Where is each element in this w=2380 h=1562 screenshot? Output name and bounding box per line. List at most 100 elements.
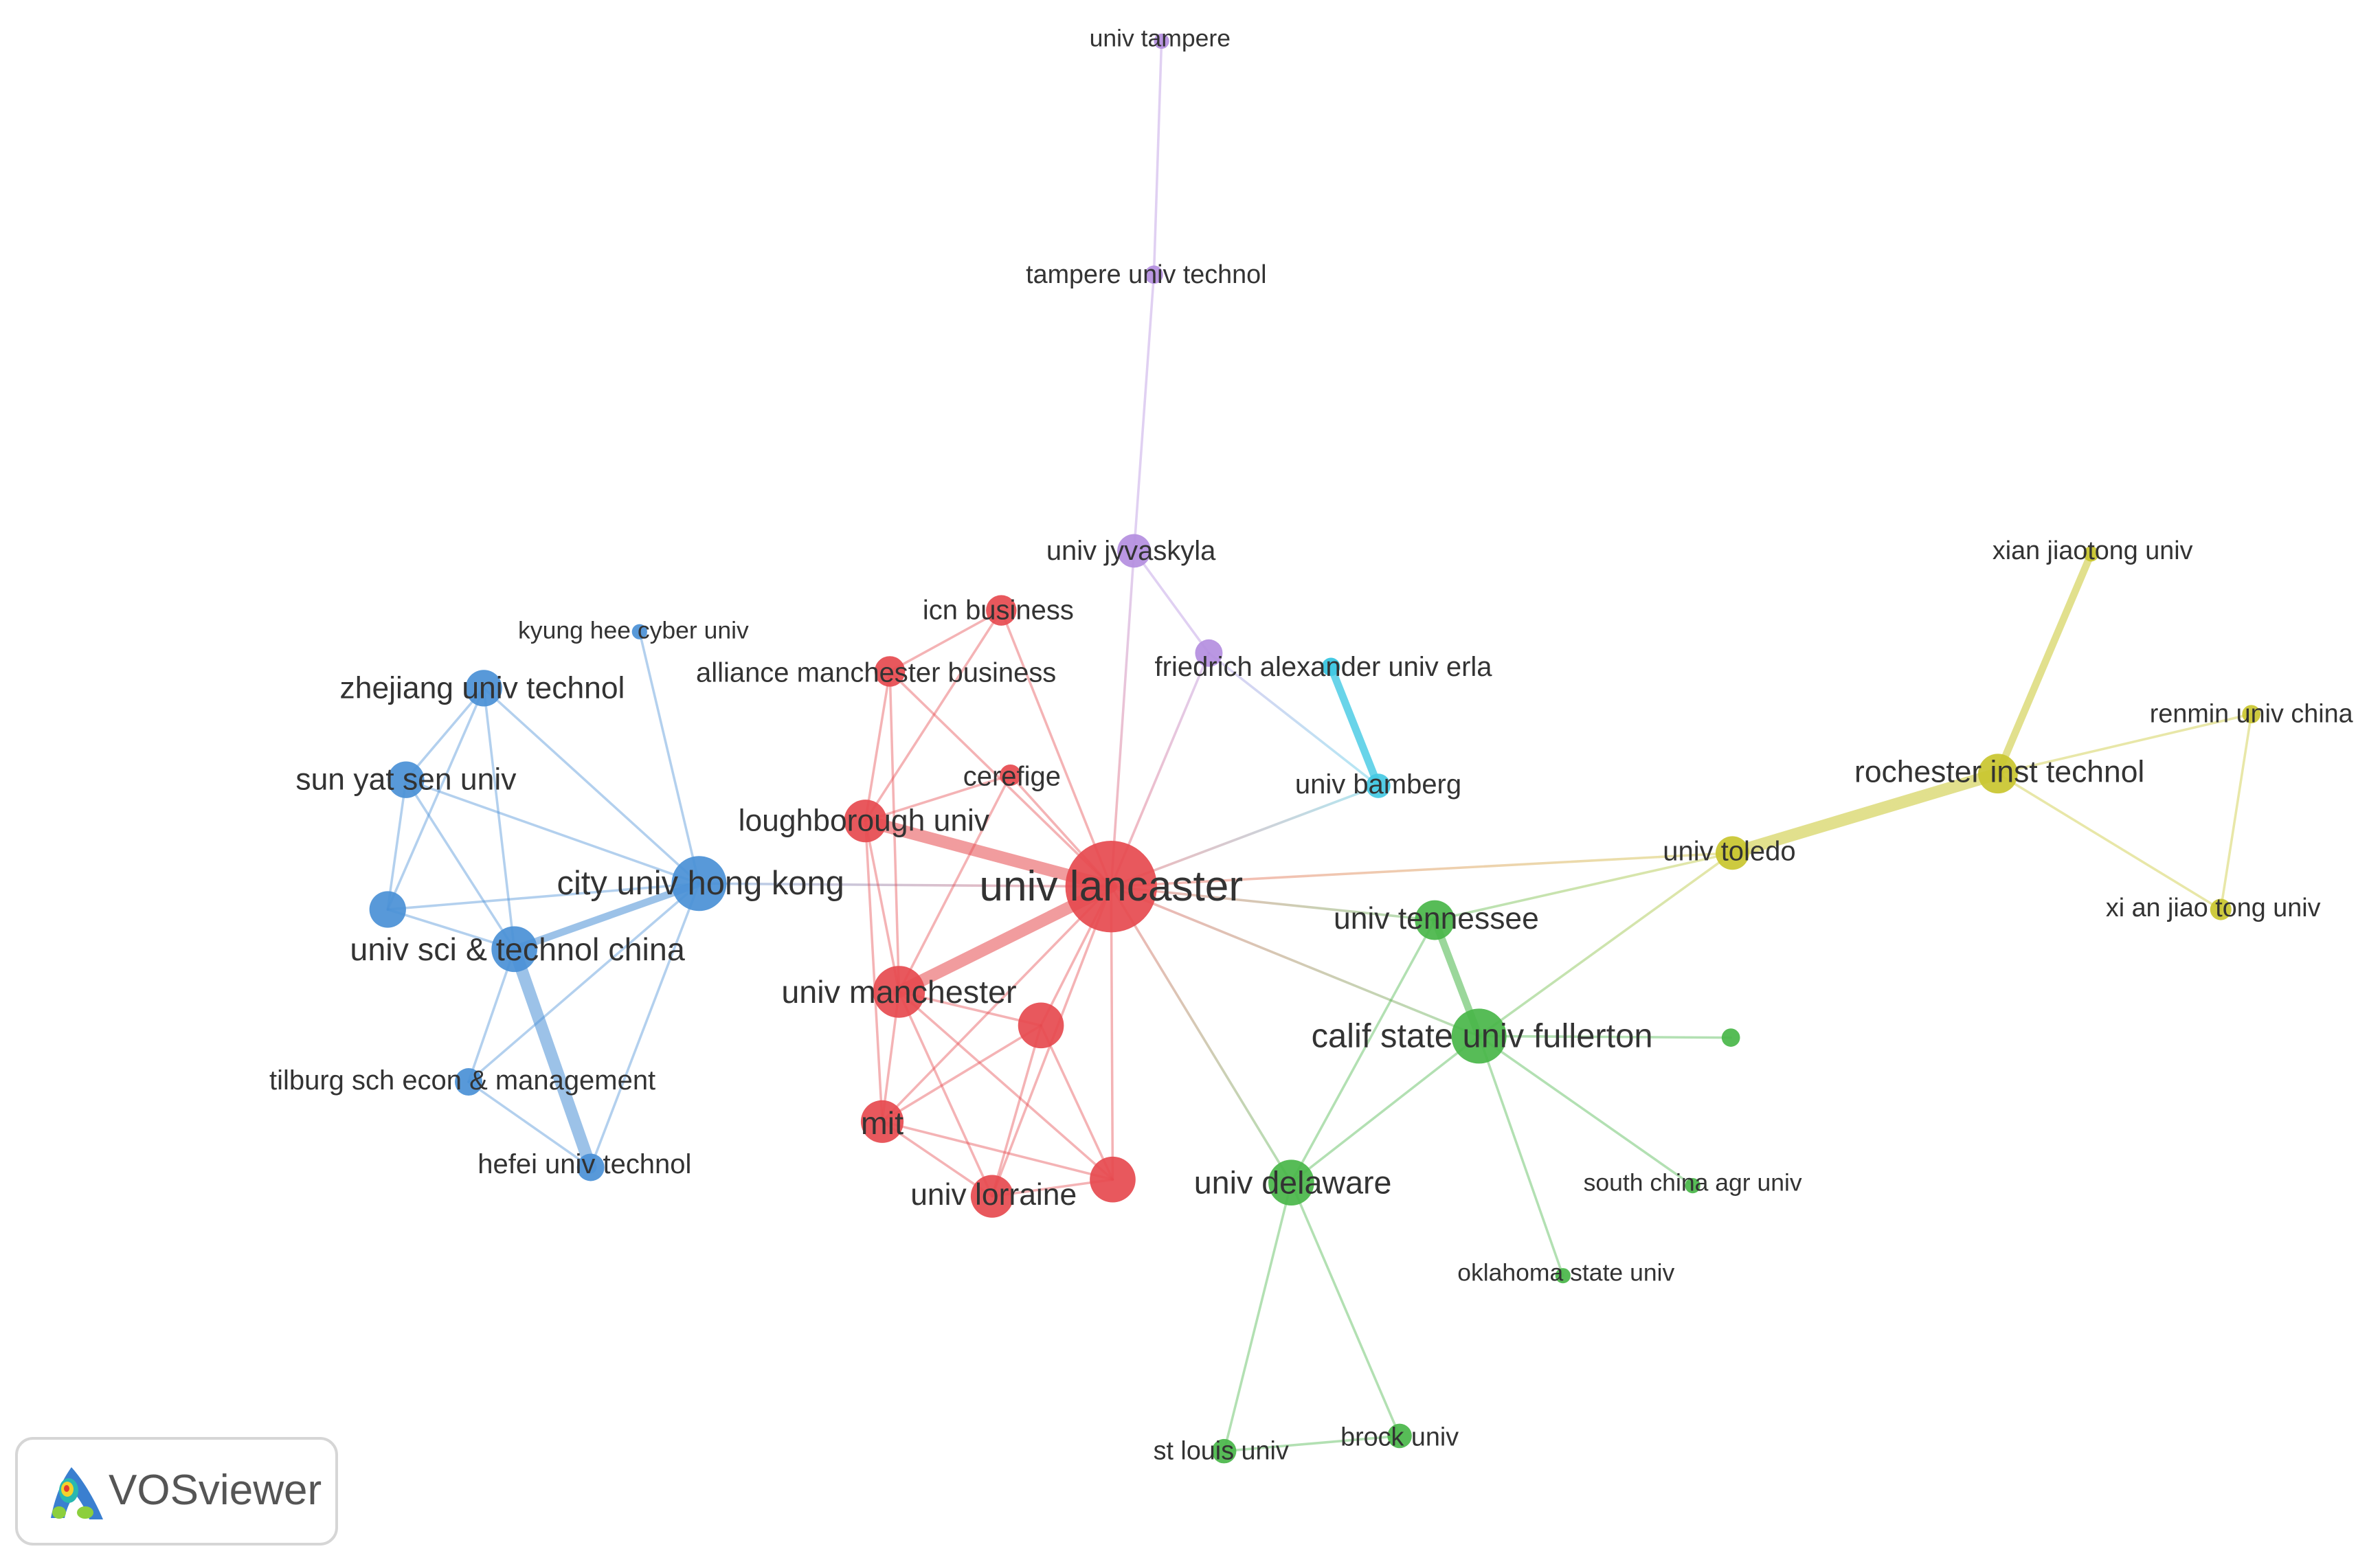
node-south-china-agr-univ[interactable]: [1685, 1177, 1700, 1194]
node-label-cerefige: cerefige: [963, 762, 1061, 792]
logo-text: VOSviewer: [109, 1467, 322, 1514]
node-tampere-univ-technol[interactable]: [1145, 265, 1163, 284]
link: [1110, 885, 1481, 1038]
node-label-zhejiang-univ-technol: zhejiang univ technol: [340, 671, 625, 705]
node-label-univ-manchester: univ manchester: [781, 974, 1016, 1010]
link: [1132, 273, 1156, 552]
link: [1477, 1034, 1694, 1187]
link: [1207, 652, 1380, 787]
node-label-south-china-agr-univ: south china agr univ: [1584, 1169, 1802, 1197]
node-univ-jyvaskyla[interactable]: [1117, 534, 1152, 568]
node-alliance-manchester-business[interactable]: [874, 656, 906, 687]
node-label-hefei-univ-technol: hefei univ technol: [478, 1149, 691, 1179]
link: [888, 670, 901, 993]
link: [1132, 550, 1211, 655]
node-label-icn-business: icn business: [923, 596, 1074, 626]
nodes-layer: [369, 33, 2261, 1464]
node-label-loughborough-univ: loughborough univ: [739, 804, 990, 838]
node-univ-delaware[interactable]: [1268, 1159, 1314, 1206]
node-red-unlabeled-1[interactable]: [1018, 1002, 1064, 1049]
node-rochester-inst-technol[interactable]: [1978, 754, 2018, 794]
link: [864, 773, 1012, 822]
node-label-kyung-hee-cyber-univ: kyung hee cyber univ: [518, 616, 749, 644]
node-mit[interactable]: [860, 1100, 904, 1143]
node-label-friedrich-alexander-univ-erla: friedrich alexander univ erla: [1155, 652, 1493, 682]
node-label-calif-state-univ-fullerton: calif state univ fullerton: [1312, 1017, 1653, 1054]
link: [864, 819, 884, 1123]
node-label-xi-an-jiao-tong-univ: xi an jiao tong univ: [2106, 894, 2321, 923]
labels-layer: univ lancaster univ manchester loughboroug…: [269, 25, 2353, 1466]
node-renmin-univ-china[interactable]: [2242, 705, 2261, 723]
node-blue-unlabeled-1[interactable]: [369, 891, 406, 928]
node-label-rochester-inst-technol: rochester inst technol: [1854, 756, 2144, 789]
node-univ-lancaster[interactable]: [1065, 841, 1157, 933]
link: [697, 882, 1113, 888]
node-label-tilburg-sch-econ-management: tilburg sch econ & management: [269, 1065, 655, 1096]
node-red-unlabeled-2[interactable]: [1090, 1156, 1136, 1203]
link: [1110, 885, 1114, 1181]
node-st-louis-univ[interactable]: [1211, 1438, 1237, 1464]
node-kyung-hee-cyber-univ[interactable]: [631, 624, 647, 639]
node-univ-manchester[interactable]: [873, 966, 925, 1018]
node-univ-toledo[interactable]: [1715, 836, 1749, 870]
node-univ-tennessee[interactable]: [1415, 900, 1455, 940]
link: [482, 687, 516, 951]
node-tilburg-sch-econ-management[interactable]: [455, 1068, 482, 1096]
node-label-univ-jyvaskyla: univ jyvaskyla: [1046, 536, 1216, 566]
link: [1997, 712, 2253, 776]
link: [1433, 852, 1734, 922]
node-xi-an-jiao-tong-univ[interactable]: [2210, 898, 2232, 920]
link: [1290, 1034, 1481, 1184]
node-calif-state-univ-fullerton[interactable]: [1451, 1008, 1507, 1064]
link: [991, 1024, 1042, 1198]
link: [1726, 767, 2004, 859]
node-hefei-univ-technol[interactable]: [576, 1153, 605, 1181]
node-univ-lorraine[interactable]: [970, 1175, 1014, 1218]
node-label-sun-yat-sen-univ: sun yat sen univ: [295, 763, 517, 797]
node-brock-univ[interactable]: [1387, 1423, 1412, 1449]
link: [386, 778, 407, 911]
link: [864, 609, 1003, 822]
link: [881, 1120, 993, 1198]
node-label-univ-toledo: univ toledo: [1663, 837, 1795, 867]
link: [864, 670, 891, 822]
link: [897, 773, 1012, 993]
link: [1222, 1181, 1293, 1453]
node-univ-bamberg[interactable]: [1366, 773, 1391, 798]
link: [1997, 772, 2223, 911]
node-xian-jiaotong-univ[interactable]: [2083, 546, 2099, 562]
node-loughborough-univ[interactable]: [844, 800, 887, 843]
node-label-city-univ-hong-kong: city univ hong kong: [557, 865, 844, 902]
link: [1222, 1434, 1401, 1453]
node-oklahoma-state-univ[interactable]: [1555, 1268, 1571, 1284]
links-layer: [386, 40, 2253, 1453]
link: [467, 947, 516, 1083]
node-friedrich-alexander-univ-erla[interactable]: [1195, 639, 1223, 667]
node-city-univ-hong-kong[interactable]: [671, 856, 727, 912]
link: [888, 609, 1003, 673]
link: [1327, 663, 1382, 790]
link: [467, 882, 701, 1083]
node-zhejiang-univ-technol[interactable]: [465, 670, 502, 707]
link: [386, 687, 485, 911]
node-label-univ-lancaster: univ lancaster: [979, 863, 1243, 910]
link: [589, 882, 701, 1169]
node-label-univ-delaware: univ delaware: [1194, 1165, 1392, 1201]
node-label-tampere-univ-technol: tampere univ technol: [1026, 260, 1266, 289]
node-univ-tampere[interactable]: [1154, 33, 1169, 49]
node-univ-sci-technol-china[interactable]: [491, 926, 537, 973]
link: [1040, 1024, 1114, 1181]
link: [638, 630, 701, 885]
link: [897, 991, 993, 1198]
node-green-unlabeled-1[interactable]: [1721, 1028, 1740, 1047]
link: [881, 885, 1113, 1123]
node-cyan-secondary[interactable]: [1321, 657, 1340, 677]
link: [897, 991, 1114, 1181]
node-cerefige[interactable]: [1000, 764, 1022, 786]
node-sun-yat-sen-univ[interactable]: [388, 761, 425, 798]
link: [1110, 885, 1293, 1184]
link: [1290, 918, 1436, 1184]
link: [864, 819, 901, 993]
node-icn-business[interactable]: [986, 595, 1017, 626]
